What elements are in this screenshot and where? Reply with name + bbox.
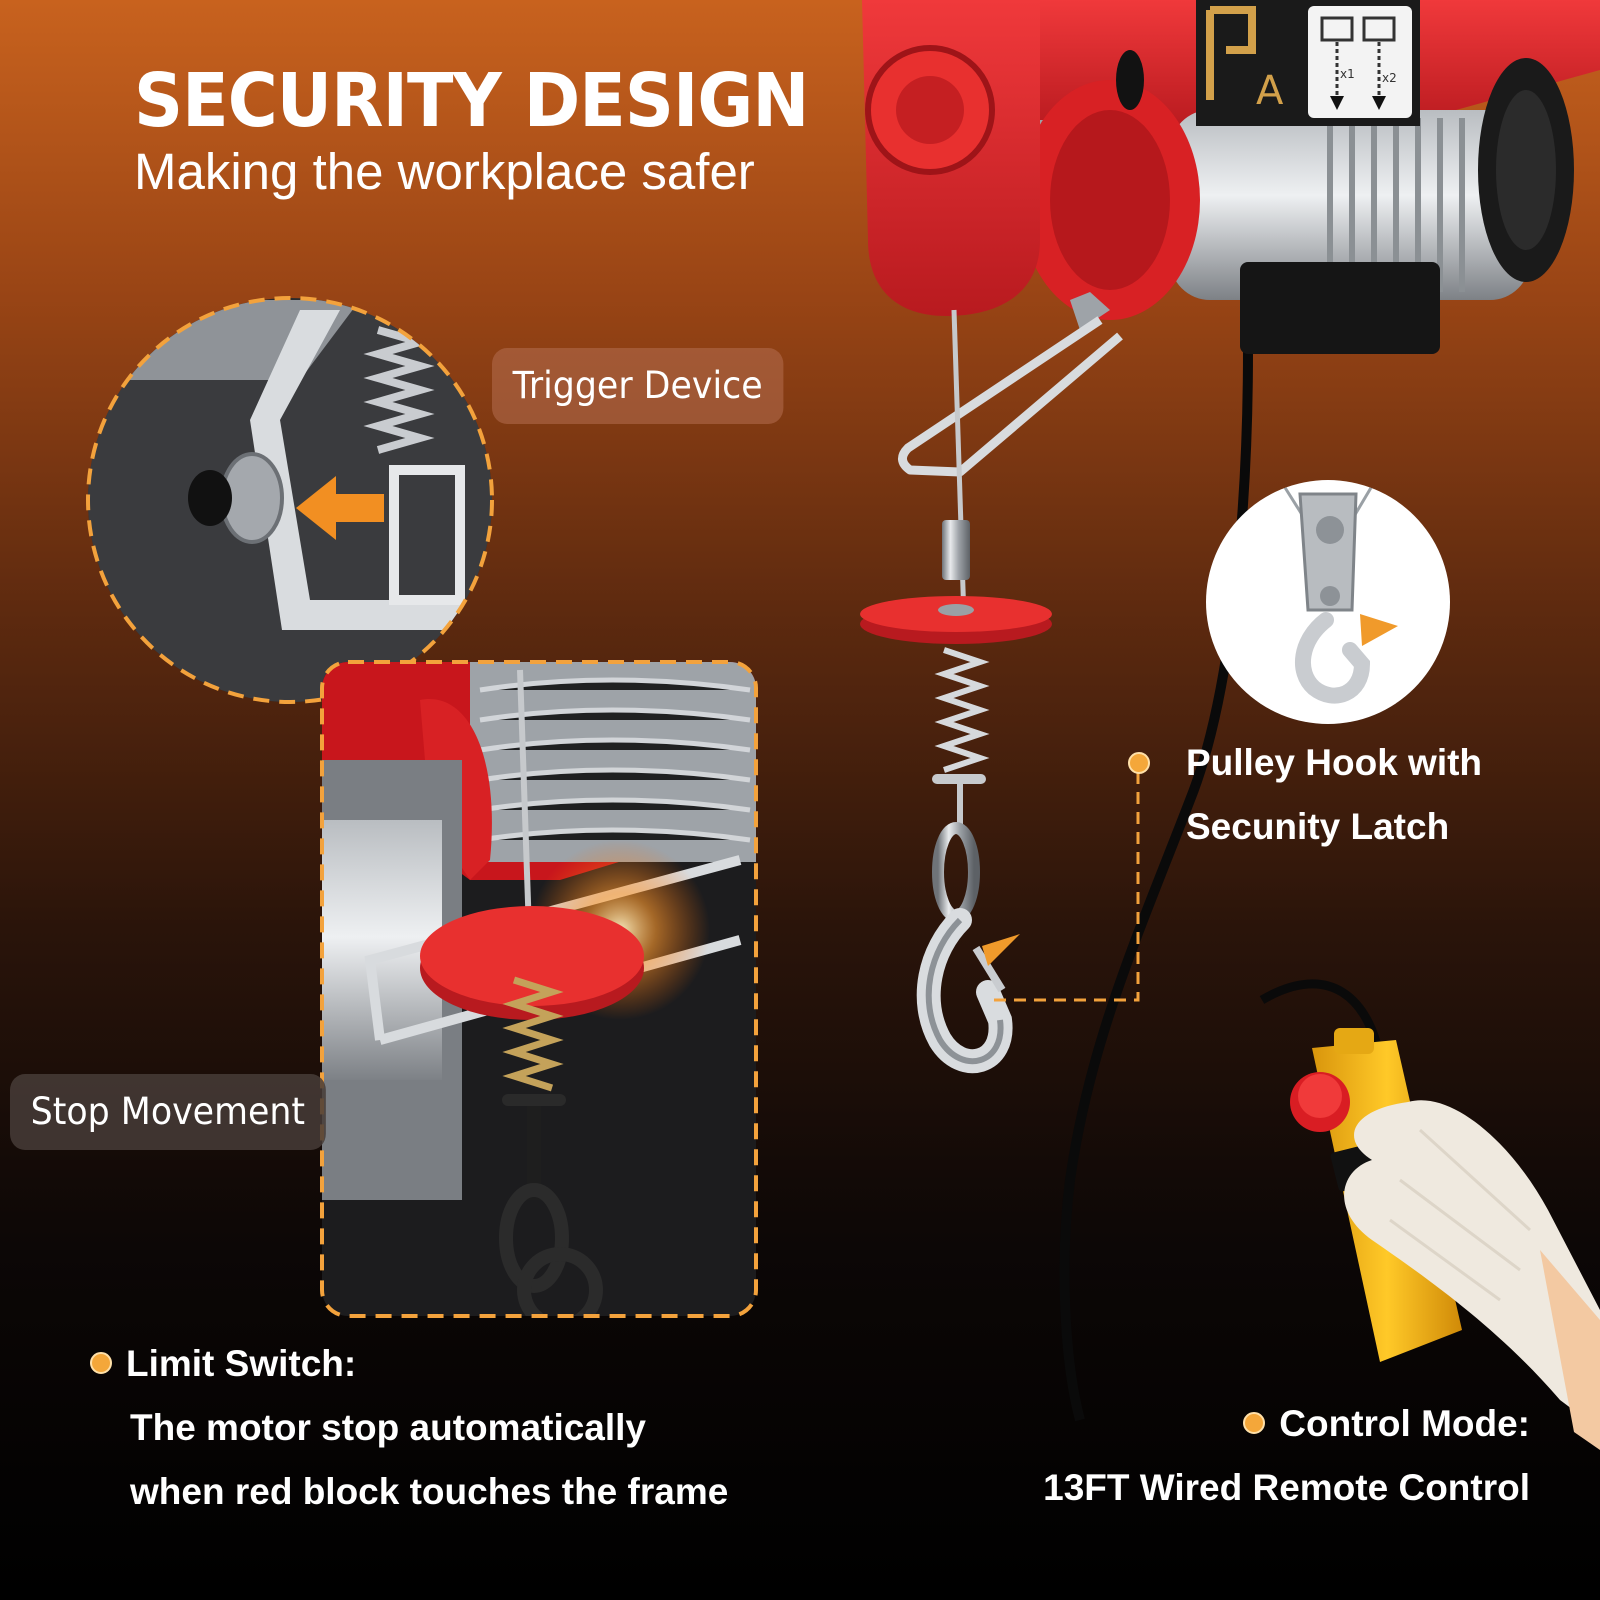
pulley-bullet-icon: [1128, 752, 1150, 774]
single-line-label: x1: [1340, 67, 1355, 81]
pulley-leader-line: [994, 764, 1140, 1002]
control-bullet-icon: [1243, 1412, 1266, 1435]
pulley-hook-line2: Secunity Latch: [1186, 806, 1450, 847]
limit-switch-callout: Limit Switch: The motor stop automatical…: [90, 1332, 728, 1524]
page-subtitle: Making the workplace safer: [134, 143, 755, 200]
power-cord: [1059, 349, 1253, 1422]
control-mode-title: Control Mode:: [1279, 1403, 1530, 1444]
stop-movement-detail: [320, 660, 758, 1318]
limit-bullet-icon: [90, 1352, 112, 1375]
headline: SECURITY DESIGN Making the workplace saf…: [134, 64, 814, 197]
pulley-hook-detail: [1206, 480, 1450, 724]
stop-movement-tag: Stop Movement: [10, 1074, 326, 1150]
brand-mark: A: [1256, 68, 1284, 114]
pulley-hook-callout: Pulley Hook with Secunity Latch: [1186, 731, 1482, 859]
page-title: SECURITY DESIGN: [134, 58, 809, 144]
limit-switch-line2: when red block touches the frame: [130, 1471, 729, 1512]
control-mode-line1: 13FT Wired Remote Control: [1043, 1467, 1530, 1508]
double-line-label: x2: [1382, 71, 1397, 85]
hanging-hook-assembly: [860, 309, 1052, 1074]
control-mode-callout: Control Mode: 13FT Wired Remote Control: [1043, 1392, 1530, 1520]
trigger-device-tag: Trigger Device: [492, 348, 784, 424]
limit-switch-title: Limit Switch:: [126, 1343, 357, 1384]
pulley-hook-line1: Pulley Hook with: [1186, 742, 1483, 783]
trigger-device-detail: [86, 296, 494, 704]
wired-remote-control: [1290, 1028, 1600, 1450]
limit-switch-line1: The motor stop automatically: [130, 1407, 647, 1448]
hoist-body: A x1 x2: [862, 0, 1600, 477]
